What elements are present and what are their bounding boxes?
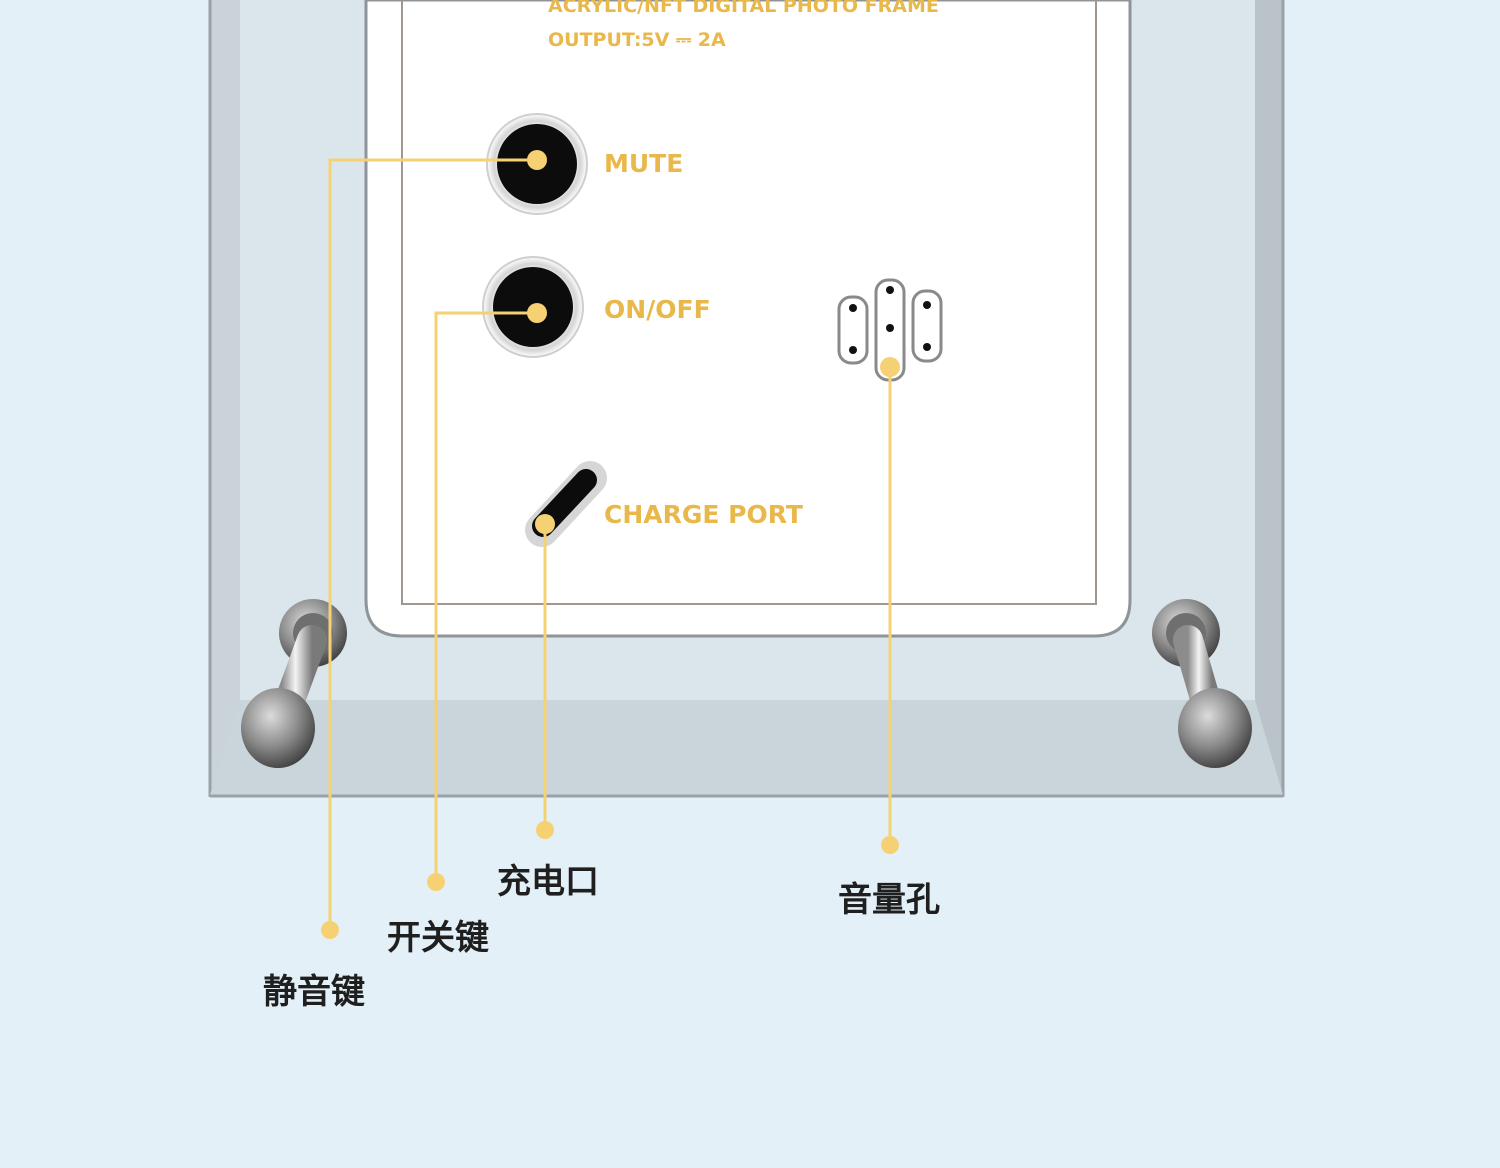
frame-left-edge: [210, 0, 240, 795]
frame-right-edge: [1255, 0, 1283, 795]
callout-mute: 静音键: [263, 972, 365, 1012]
charge-label: CHARGE PORT: [604, 500, 803, 529]
leader-dots: [321, 150, 900, 939]
panel-title: ACRYLIC/NFT DIGITAL PHOTO FRAME: [548, 0, 939, 17]
panel-output: OUTPUT:5V ⎓ 2A: [548, 29, 726, 51]
callout-speaker: 音量孔: [838, 880, 940, 920]
panel-inner-border: [401, 0, 1097, 605]
speaker-grille: [837, 278, 943, 382]
frame-base: [210, 700, 1283, 795]
panel-plate: [364, 0, 1132, 638]
back-panel: [364, 0, 1132, 638]
callout-power: 开关键: [387, 918, 489, 958]
right-stand-rod: [1152, 599, 1252, 768]
mute-leader-line: [328, 158, 537, 930]
mute-label: MUTE: [604, 149, 683, 178]
power-leader-line: [434, 311, 537, 882]
callout-charge: 充电口: [497, 862, 599, 902]
leader-lines: [328, 158, 892, 930]
onoff-label: ON/OFF: [604, 295, 711, 324]
